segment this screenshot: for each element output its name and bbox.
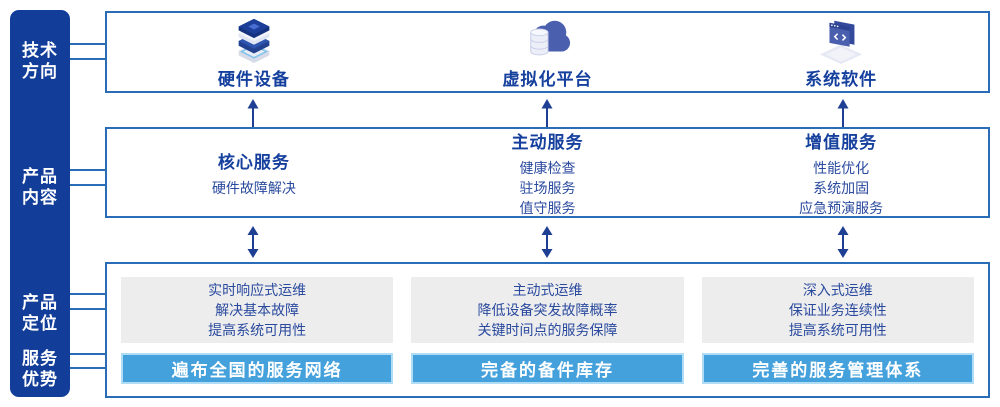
arrow-up-icon [837, 99, 849, 127]
content-item: 系统加固 [813, 179, 870, 196]
positioning-line: 解决基本故障 [215, 301, 300, 318]
tech-direction-box: 硬件设备 虚拟化平台 [105, 11, 990, 93]
positioning-line: 降低设备突发故障概率 [477, 301, 618, 318]
positioning-col-proactive: 主动式运维 降低设备突发故障概率 关键时间点的服务保障 完备的备件库存 [411, 277, 684, 384]
positioning-line: 保证业务连续性 [788, 301, 887, 318]
positioning-panel: 深入式运维 保证业务连续性 提高系统可用性 [701, 277, 974, 343]
product-positioning-box: 实时响应式运维 解决基本故障 提高系统可用性 遍布全国的服务网络 主动式运维 降… [105, 262, 990, 398]
content-item: 值守服务 [519, 199, 576, 216]
connector-line [70, 353, 105, 355]
arrow-double-vertical-icon [837, 226, 849, 258]
connector-line [70, 367, 105, 369]
advantage-banner: 完备的备件库存 [411, 352, 684, 384]
advantage-banner: 遍布全国的服务网络 [121, 352, 394, 384]
arrow-double-vertical-icon [247, 226, 259, 258]
positioning-line: 实时响应式运维 [208, 281, 307, 298]
content-item: 健康检查 [519, 159, 576, 176]
connector-line [70, 169, 105, 171]
content-col-value-added-service: 增值服务 性能优化 系统加固 应急预演服务 [694, 129, 988, 216]
positioning-line: 提高系统可用性 [208, 321, 307, 338]
connector-line [70, 43, 105, 45]
connector-line [70, 293, 105, 295]
tech-col-virtualization: 虚拟化平台 [401, 13, 695, 91]
sidebar: 技术 方向 产品 内容 产品 定位 服务 优势 [10, 10, 70, 397]
arrow-up-icon [541, 99, 553, 127]
sidebar-label-tech-direction: 技术 方向 [22, 41, 58, 81]
content-item: 驻场服务 [519, 179, 576, 196]
positioning-line: 深入式运维 [802, 281, 873, 298]
tech-col-hardware: 硬件设备 [107, 13, 401, 91]
content-heading: 增值服务 [805, 132, 878, 152]
positioning-line: 提高系统可用性 [788, 321, 887, 338]
content-col-active-service: 主动服务 健康检查 驻场服务 值守服务 [401, 129, 695, 216]
product-content-box: 核心服务 硬件故障解决 主动服务 健康检查 驻场服务 值守服务 增值服务 性能优… [105, 127, 990, 218]
connector-line [70, 184, 105, 186]
connector-line [70, 58, 105, 60]
content-heading: 核心服务 [217, 152, 290, 172]
arrow-up-icon [247, 99, 259, 127]
sidebar-label-service-advantage: 服务 优势 [22, 349, 58, 389]
code-window-icon [820, 20, 863, 64]
positioning-panel: 实时响应式运维 解决基本故障 提高系统可用性 [121, 277, 394, 343]
positioning-col-in-depth: 深入式运维 保证业务连续性 提高系统可用性 完善的服务管理体系 [701, 277, 974, 384]
sidebar-label-product-position: 产品 定位 [22, 293, 58, 333]
cloud-database-icon [529, 20, 570, 56]
content-item: 性能优化 [813, 159, 870, 176]
tech-label-hardware: 硬件设备 [217, 70, 290, 89]
arrow-double-vertical-icon [541, 226, 553, 258]
tech-label-software: 系统软件 [805, 70, 878, 89]
sidebar-label-product-content: 产品 内容 [22, 167, 58, 207]
tech-col-software: 系统软件 [694, 13, 988, 91]
content-item: 应急预演服务 [799, 199, 884, 216]
content-col-core-service: 核心服务 硬件故障解决 [107, 129, 401, 216]
advantage-banner: 完善的服务管理体系 [701, 352, 974, 384]
positioning-line: 主动式运维 [512, 281, 583, 298]
positioning-col-reactive: 实时响应式运维 解决基本故障 提高系统可用性 遍布全国的服务网络 [121, 277, 394, 384]
server-stack-icon [238, 18, 270, 64]
positioning-line: 关键时间点的服务保障 [477, 321, 618, 338]
connector-line [70, 308, 105, 310]
content-item: 硬件故障解决 [211, 179, 296, 196]
positioning-panel: 主动式运维 降低设备突发故障概率 关键时间点的服务保障 [411, 277, 684, 343]
content-heading: 主动服务 [511, 132, 584, 152]
tech-label-virtualization: 虚拟化平台 [502, 70, 593, 89]
